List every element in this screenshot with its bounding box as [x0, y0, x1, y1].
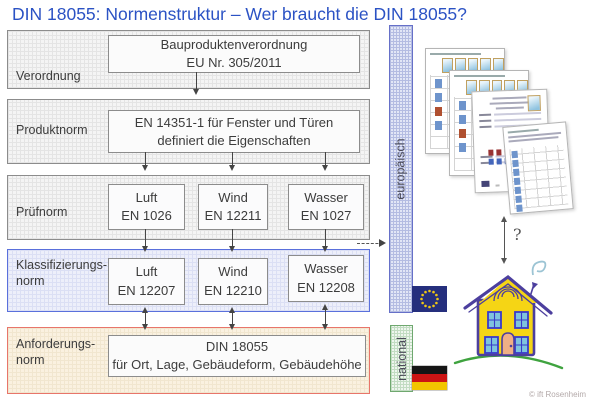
dashed-arrow	[357, 239, 386, 248]
document-line	[495, 106, 524, 110]
box-line: definiert die Eigenschaften	[157, 132, 311, 148]
window-icon-cells	[435, 79, 442, 88]
copyright-text: © ift Rosenheim	[528, 390, 586, 399]
row-label-klassifizierungsnorm: Klassifizierungs- norm	[16, 257, 107, 289]
box-line: EN 12208	[297, 280, 355, 295]
flow-arrow	[229, 152, 235, 171]
house-illustration	[448, 253, 566, 378]
german-flag-icon	[412, 366, 447, 390]
window-icon-cells	[511, 150, 519, 159]
row-label-produktnorm: Produktnorm	[16, 123, 88, 137]
box-line: EU Nr. 305/2011	[186, 55, 282, 70]
window-icon-cells	[459, 101, 466, 110]
row-anforderungsnorm: Anforderungs- norm DIN 18055 für Ort, La…	[7, 327, 370, 394]
row-verordnung: Verordnung Bauproduktenverordnung EU Nr.…	[7, 30, 370, 89]
box-line: EN 12210	[204, 283, 262, 298]
flow-arrow	[142, 152, 148, 171]
row-label-pruefnorm: Prüfnorm	[16, 205, 68, 219]
document-field-row	[479, 117, 542, 123]
question-arrow	[501, 216, 507, 264]
row-label-line: Klassifizierungs-	[16, 258, 108, 272]
flow-arrow	[322, 152, 328, 171]
flow-arrow-double	[322, 304, 328, 330]
document-table	[509, 144, 569, 210]
row-produktnorm: Produktnorm EN 14351-1 für Fenster und T…	[7, 99, 370, 164]
national-scope-bar: national	[390, 325, 413, 392]
row-klassifizierungsnorm: Klassifizierungs- norm Luft EN 12207 Win…	[7, 249, 370, 312]
european-scope-bar: europäisch	[389, 25, 413, 313]
window-icon-cells	[488, 149, 494, 156]
row-label-line: norm	[16, 353, 45, 367]
house-door	[501, 332, 515, 356]
smoke-swirl	[531, 260, 547, 276]
page-title: DIN 18055: Normenstruktur – Wer braucht …	[12, 4, 467, 24]
box-luft-en-1026: Luft EN 1026	[108, 184, 185, 230]
box-luft-en-12207: Luft EN 12207	[108, 258, 185, 305]
row-label-line: norm	[16, 274, 45, 288]
document-thumbnail-report-table	[502, 121, 574, 215]
box-line: Luft	[135, 264, 158, 279]
box-wasser-en-1027: Wasser EN 1027	[288, 184, 364, 230]
document-logo	[481, 180, 490, 188]
box-line: EN 12207	[117, 283, 176, 298]
row-label-line: Anforderungs-	[16, 337, 96, 351]
box-wind-en-12211: Wind EN 12211	[198, 184, 268, 230]
flow-arrow-double	[142, 307, 148, 330]
box-wasser-en-12208: Wasser EN 12208	[288, 255, 364, 302]
european-label: europäisch	[394, 138, 408, 200]
box-line: Luft	[135, 190, 158, 205]
window-icon	[442, 58, 453, 73]
box-line: für Ort, Lage, Gebäudeform, Gebäudehöhe	[112, 357, 362, 372]
document-line	[430, 53, 481, 55]
box-wind-en-12210: Wind EN 12210	[198, 258, 268, 305]
flow-arrow-double	[229, 307, 235, 330]
box-line: EN 1027	[300, 208, 352, 223]
flow-arrow	[322, 229, 328, 252]
national-label: national	[394, 336, 409, 381]
eu-flag-icon	[412, 286, 447, 312]
house-windows	[484, 311, 529, 354]
row-pruefnorm: Prüfnorm Luft EN 1026 Wind EN 12211 Wass…	[7, 175, 370, 240]
document-line	[492, 96, 527, 100]
box-line: Wind	[218, 190, 248, 205]
grass-line	[453, 354, 564, 370]
document-line	[507, 128, 539, 134]
box-line: EN 1026	[121, 208, 172, 223]
document-field-row	[479, 111, 542, 117]
row-label-verordnung: Verordnung	[16, 69, 81, 83]
box-line: Wind	[218, 264, 248, 279]
document-line	[454, 75, 505, 77]
window-icon	[527, 94, 541, 112]
box-line: Wasser	[304, 261, 348, 276]
flow-arrow	[193, 72, 199, 95]
document-line	[489, 101, 531, 105]
box-din-18055: DIN 18055 für Ort, Lage, Gebäudeform, Ge…	[108, 335, 366, 377]
row-label-anforderungsnorm: Anforderungs- norm	[16, 336, 95, 368]
flow-arrow	[142, 229, 148, 252]
box-line: Wasser	[304, 190, 348, 205]
box-line: DIN 18055	[205, 339, 269, 354]
box-en-14351: EN 14351-1 für Fenster und Türen definie…	[108, 110, 360, 153]
box-line: EN 12211	[204, 208, 262, 223]
question-mark: ?	[513, 225, 522, 244]
box-line: EN 14351-1 für Fenster und Türen	[134, 114, 334, 130]
flow-arrow	[229, 229, 235, 252]
box-bauproduktenverordnung: Bauproduktenverordnung EU Nr. 305/2011	[108, 35, 360, 73]
box-line: Bauproduktenverordnung	[160, 37, 308, 52]
